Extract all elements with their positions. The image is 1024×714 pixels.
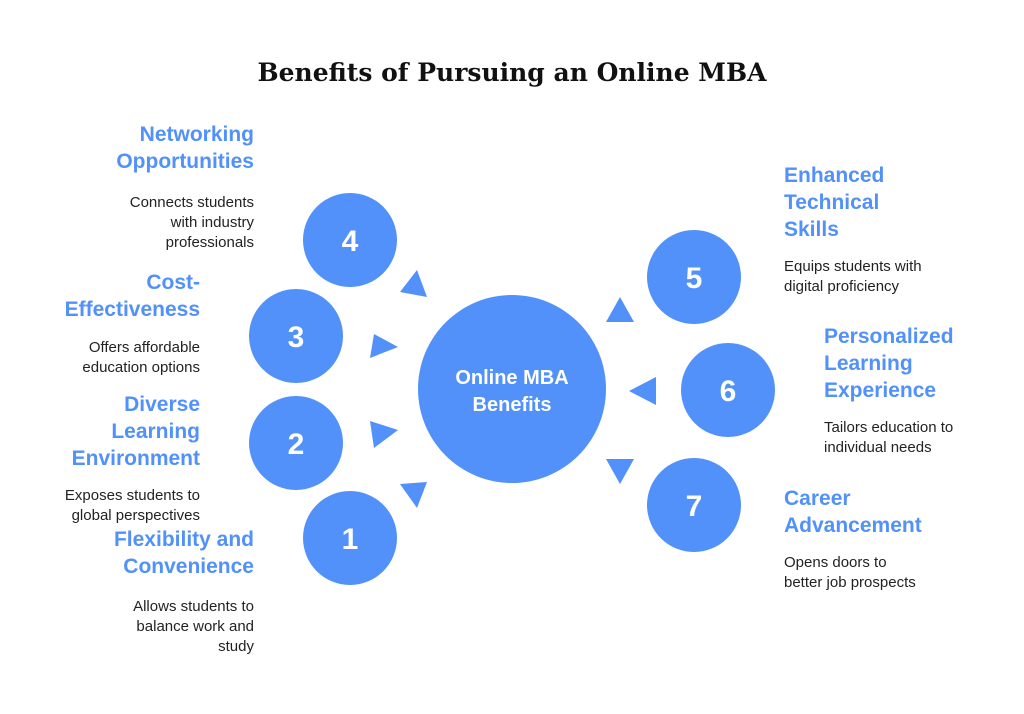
node-1-number: 1 <box>342 523 359 556</box>
arrow-3-icon <box>370 334 398 358</box>
arrow-7-icon <box>606 459 634 484</box>
arrow-5-icon <box>606 297 634 322</box>
node-7-number: 7 <box>686 490 703 523</box>
arrow-1-icon <box>400 482 427 508</box>
item-3-title: Cost-Effectiveness <box>64 271 200 321</box>
node-7 <box>647 458 741 552</box>
center-node <box>418 295 606 483</box>
node-2-number: 2 <box>288 428 305 461</box>
node-5 <box>647 230 741 324</box>
node-3 <box>249 289 343 383</box>
center-label-line1: Online MBA <box>455 367 568 389</box>
node-1 <box>303 491 397 585</box>
arrow-6-icon <box>629 377 656 405</box>
node-6-number: 6 <box>720 375 737 408</box>
node-5-number: 5 <box>686 262 703 295</box>
node-4 <box>303 193 397 287</box>
arrow-2-icon <box>370 421 398 448</box>
node-6 <box>681 343 775 437</box>
center-label-line2: Benefits <box>473 394 552 416</box>
node-2 <box>249 396 343 490</box>
arrow-4-icon <box>400 270 427 297</box>
node-4-number: 4 <box>342 225 359 258</box>
diagram-title: Benefits of Pursuing an Online MBA <box>257 58 767 87</box>
node-3-number: 3 <box>288 321 305 354</box>
